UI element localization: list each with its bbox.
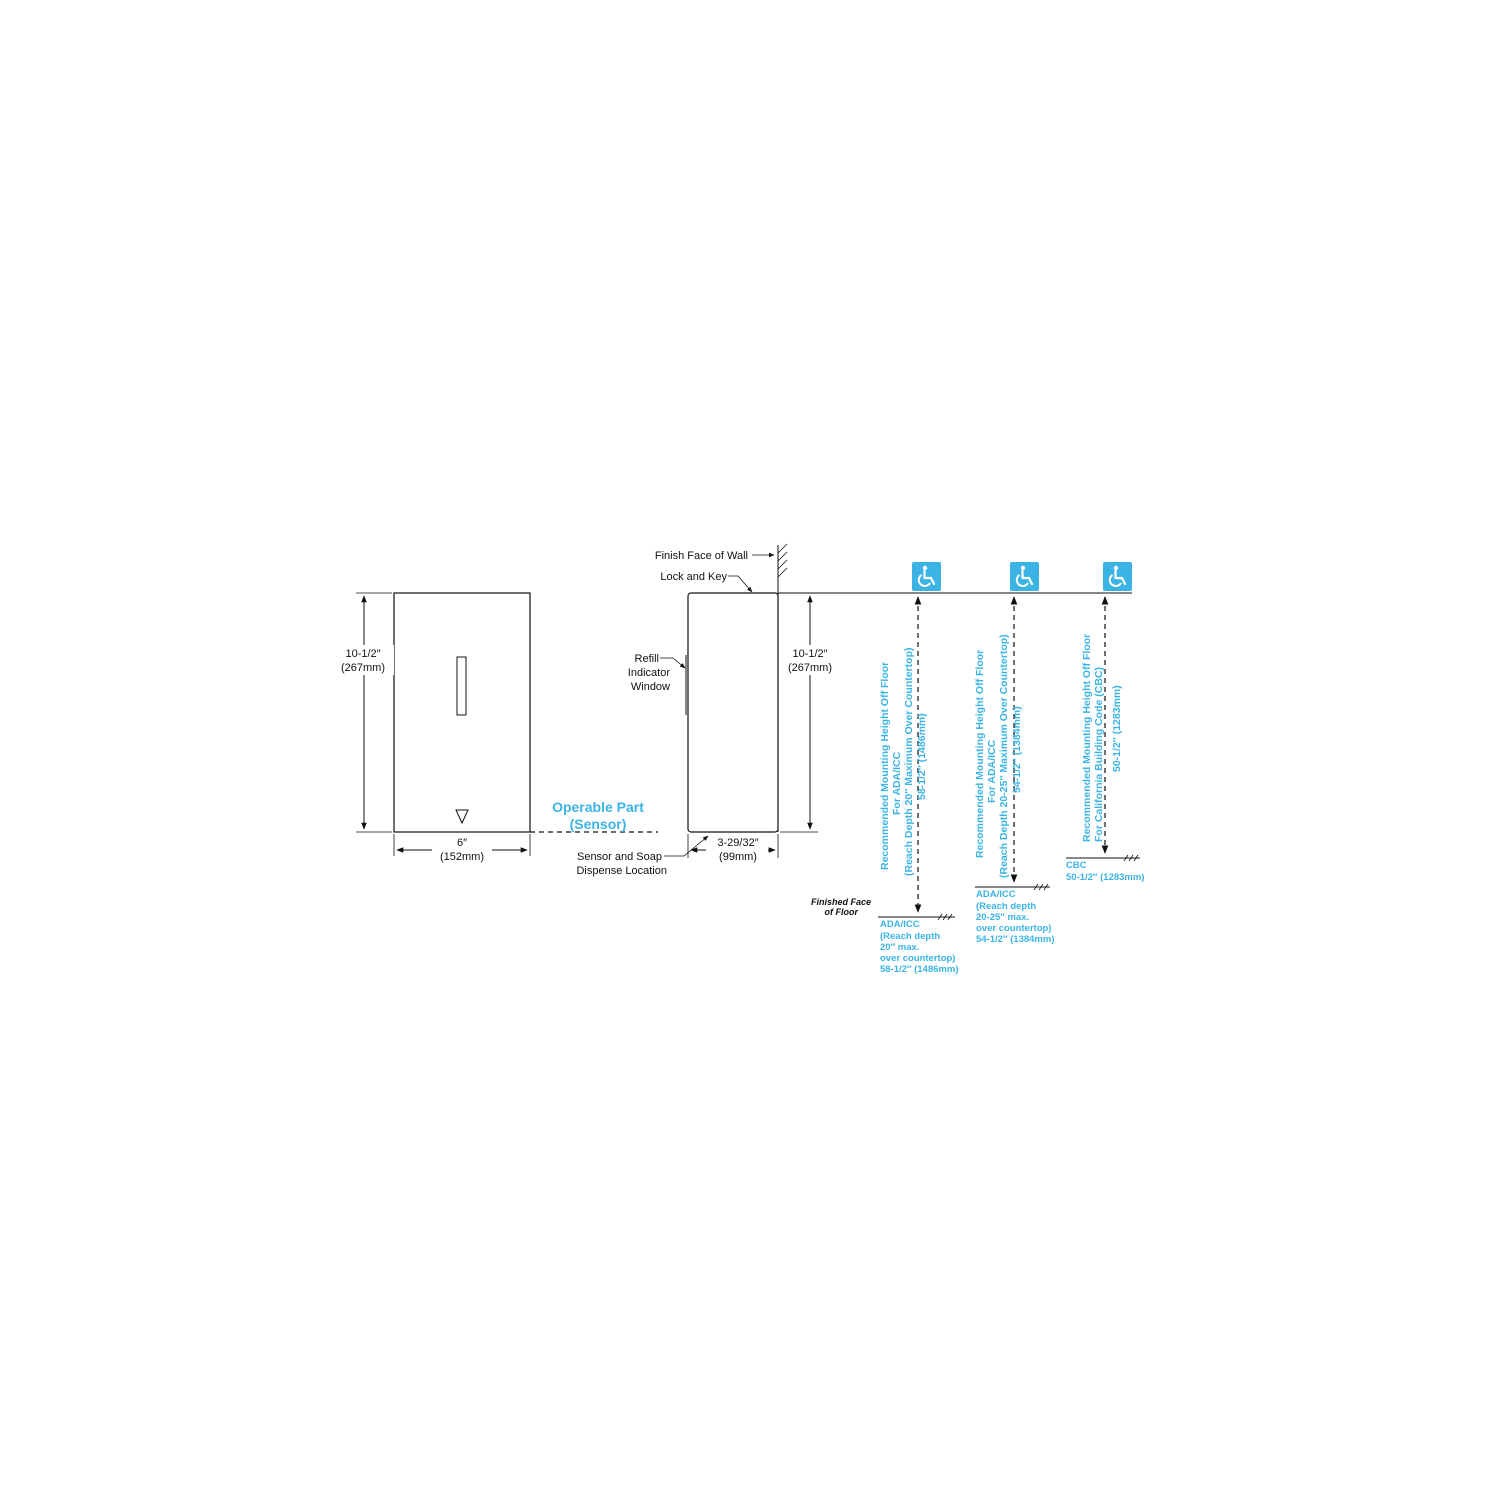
mounting-vertical-text-2: Recommended Mounting Height Off Floor Fo… (974, 634, 1023, 878)
accessibility-icons (912, 562, 1132, 591)
mounting-2-note-line-1: ADA/ICC (976, 889, 1016, 900)
mounting-3-note-line-1: CBC (1066, 860, 1087, 871)
refill-label-line3: Window (631, 681, 670, 693)
mounting-3-vertical-line-2: For California Building Code (CBC) (1093, 667, 1105, 842)
front-width-mm: (152mm) (440, 851, 484, 863)
mounting-1-vertical-line-1: Recommended Mounting Height Off Floor (879, 662, 891, 870)
floor-hatch-1 (937, 913, 953, 921)
wheelchair-icon (1010, 562, 1039, 591)
side-depth-in: 3-29/32″ (717, 837, 758, 849)
side-depth-mm: (99mm) (719, 851, 757, 863)
mounting-1-note-line-2: (Reach depth (880, 931, 940, 942)
mounting-1-vertical-line-4: 58-1/2″ (1486mm) (916, 713, 928, 800)
mounting-3-vertical-line-3: 50-1/2″ (1283mm) (1111, 685, 1123, 772)
mounting-height-ada-20: Recommended Mounting Height Off Floor Fo… (878, 596, 959, 975)
wheelchair-icon (1103, 562, 1132, 591)
side-height-in: 10-1/2″ (792, 648, 827, 660)
mounting-2-note-line-5: 54-1/2″ (1384mm) (976, 934, 1054, 945)
finished-floor-label-line2: of Floor (825, 907, 859, 917)
operable-part-sensor: (Sensor) (570, 816, 627, 832)
front-height-label-bg (332, 645, 394, 675)
finished-floor-label-line1: Finished Face (811, 897, 871, 907)
wall-hatch (777, 543, 788, 578)
front-view: 10-1/2″ (267mm) 6″ (152mm) (332, 592, 531, 863)
dispenser-side-body (687, 592, 779, 833)
sensor-location-line1: Sensor and Soap (577, 851, 662, 863)
refill-window-front (456, 656, 467, 716)
mounting-1-note-line-5: 58-1/2′′ (1486mm) (880, 964, 959, 975)
lock-and-key-label: Lock and Key (660, 571, 727, 583)
mounting-1-note-line-1: ADA/ICC (880, 919, 920, 930)
refill-label-line2: Indicator (628, 667, 671, 679)
wheelchair-icon (912, 562, 941, 591)
side-depth-label-bg (706, 837, 768, 863)
mounting-2-vertical-line-2: For ADA/ICC (986, 739, 998, 803)
front-width-in: 6″ (457, 837, 467, 849)
dispenser-front-body (393, 592, 531, 833)
front-height-in: 10-1/2″ (345, 648, 380, 660)
sensor-location-line2: Dispense Location (576, 865, 667, 877)
side-height-label-bg (780, 645, 842, 675)
mounting-2-vertical-line-1: Recommended Mounting Height Off Floor (974, 650, 986, 858)
mounting-1-vertical-line-3: (Reach Depth 20″ Maximum Over Countertop… (903, 648, 915, 876)
front-width-label-bg (432, 837, 492, 863)
front-height-mm: (267mm) (341, 662, 385, 674)
dispense-triangle-icon (455, 809, 469, 825)
mounting-2-note-line-2: (Reach depth (976, 901, 1036, 912)
floor-hatch-2 (1033, 883, 1049, 891)
side-view: Finish Face of Wall Lock and Key Refill … (576, 543, 842, 877)
mounting-2-vertical-line-4: 54-1/2″ (1384mm) (1011, 706, 1023, 793)
mounting-height-ada-20-25: Recommended Mounting Height Off Floor Fo… (974, 596, 1054, 945)
mounting-1-vertical-line-2: For ADA/ICC (891, 751, 903, 815)
mounting-1-note-line-4: over countertop) (880, 953, 955, 964)
floor-hatch-3 (1123, 854, 1139, 862)
refill-label-line1: Refill (635, 653, 659, 665)
mounting-1-note-line-3: 20″ max. (880, 942, 919, 953)
lock-and-key-leader (728, 575, 753, 593)
operable-part-title: Operable Part (552, 799, 644, 815)
mounting-height-cbc: Recommended Mounting Height Off Floor Fo… (1066, 596, 1144, 883)
side-height-mm: (267mm) (788, 662, 832, 674)
mounting-3-vertical-line-1: Recommended Mounting Height Off Floor (1081, 634, 1093, 842)
mounting-2-note-line-3: 20-25″ max. (976, 912, 1029, 923)
mounting-2-note-line-4: over countertop) (976, 923, 1051, 934)
refill-leader (660, 657, 686, 669)
mounting-vertical-text-3: Recommended Mounting Height Off Floor Fo… (1081, 634, 1123, 842)
mounting-2-vertical-line-3: (Reach Depth 20-25″ Maximum Over Counter… (998, 634, 1010, 878)
sensor-location-leader (664, 835, 709, 857)
finish-face-wall-label: Finish Face of Wall (655, 550, 748, 562)
mounting-3-note-line-2: 50-1/2″ (1283mm) (1066, 872, 1144, 883)
mounting-vertical-text-1: Recommended Mounting Height Off Floor Fo… (879, 648, 928, 876)
